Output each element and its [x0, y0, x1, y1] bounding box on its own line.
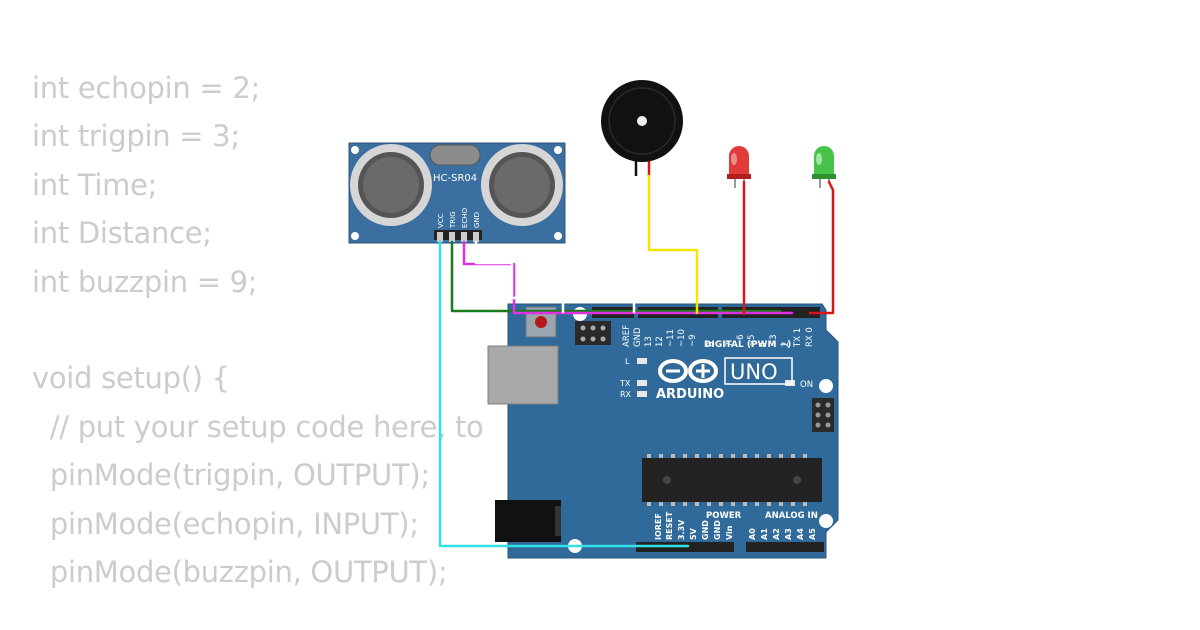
pin-label: 8 — [706, 342, 716, 347]
pin-label: TX 1 — [793, 328, 803, 348]
icsp-header — [575, 321, 611, 345]
mounting-hole — [819, 379, 833, 393]
code-line: pinMode(echopin, INPUT); — [32, 506, 419, 541]
transducer-right — [481, 144, 563, 226]
code-line: // put your setup code here, to — [32, 409, 484, 444]
code-line: int Time; — [32, 167, 158, 202]
wire-gnd[interactable] — [474, 240, 636, 314]
pin-label: A0 — [748, 528, 757, 540]
model-text: UNO — [730, 360, 778, 384]
code-line: pinMode(trigpin, OUTPUT); — [32, 458, 430, 493]
power-jack — [495, 500, 561, 542]
pin-label: TRIG — [449, 211, 457, 229]
led-red[interactable] — [727, 146, 751, 188]
brand-text: ARDUINO — [656, 387, 724, 402]
arduino-logo-icon — [658, 359, 718, 383]
pin-label: GND — [473, 212, 481, 228]
status-leds: L TX RX ON — [619, 357, 813, 399]
pin-label: ~6 — [736, 334, 746, 347]
sensor-pin-labels: VCC TRIG ECHO GND — [437, 207, 481, 229]
wire-trig[interactable] — [450, 240, 782, 313]
digital-label: DIGITAL (PWM ~) — [704, 340, 791, 350]
pin-label: ~3 — [769, 334, 779, 347]
pin-label: ~10 — [677, 329, 687, 347]
pin-label: A1 — [760, 528, 769, 540]
usb-connector — [487, 345, 559, 405]
pin-label: RX 0 — [805, 327, 815, 347]
pin-label: ~11 — [666, 329, 676, 347]
pin-label: A4 — [796, 528, 805, 540]
pin-label: GND — [713, 520, 722, 540]
ultrasonic-sensor[interactable]: HC-SR04 VCC TRIG ECHO GND — [348, 142, 566, 244]
right-header — [812, 398, 834, 432]
pin-label: VCC — [437, 213, 445, 228]
code-line: int Distance; — [32, 216, 212, 251]
pin-label: 7 — [725, 342, 735, 347]
pin-label: 5V — [689, 527, 698, 540]
pin-label: 12 — [655, 336, 665, 347]
transducer-left — [350, 144, 432, 226]
code-editor-background: int echopin = 2; int trigpin = 3; int Time… — [32, 64, 484, 596]
pin-label: IOREF — [654, 513, 663, 540]
pin-label: 4 — [758, 342, 768, 347]
code-line: pinMode(buzzpin, OUTPUT); — [32, 554, 448, 589]
on-label: ON — [800, 380, 813, 390]
pin-label: 2 — [781, 342, 791, 347]
sensor-model-label: HC-SR04 — [433, 173, 477, 184]
pin-label: A5 — [808, 528, 817, 540]
piezo-buzzer[interactable] — [601, 80, 683, 176]
pin-label: Vin — [725, 525, 734, 540]
analog-header — [746, 542, 824, 552]
microcontroller-chip — [642, 454, 822, 506]
led-label: L — [625, 357, 630, 366]
analog-label: ANALOG IN — [765, 511, 818, 521]
code-line: void setup() { — [32, 361, 230, 396]
pin-label: GND — [633, 327, 643, 347]
pin-label: ~9 — [688, 334, 698, 347]
uno-badge — [724, 357, 793, 385]
pin-label: ECHO — [461, 207, 469, 228]
pin-label: A3 — [784, 528, 793, 540]
pin-label: A2 — [772, 528, 781, 540]
wire-buzzer[interactable] — [647, 174, 699, 315]
wire-led-green[interactable] — [808, 180, 835, 315]
code-line: int trigpin = 3; — [32, 119, 240, 154]
pin-label: ~5 — [747, 334, 757, 347]
arduino-uno-board[interactable]: AREF GND 13 12 ~11 ~10 ~9 8 7 ~6 ~5 4 ~3… — [487, 303, 839, 559]
pin-label: AREF — [622, 325, 632, 347]
power-pin-labels: IOREF RESET 3.3V 5V GND GND Vin — [654, 511, 734, 540]
power-label: POWER — [706, 511, 742, 521]
wire-vcc[interactable] — [438, 240, 690, 548]
pin-label: 13 — [644, 336, 654, 347]
led-green[interactable] — [812, 146, 836, 188]
pin-label: RESET — [665, 511, 674, 540]
mounting-hole — [819, 514, 833, 528]
led-label: RX — [620, 390, 632, 399]
sensor-header — [434, 230, 482, 242]
digital-pin-labels: AREF GND 13 12 ~11 ~10 ~9 8 7 ~6 ~5 4 ~3… — [622, 325, 815, 348]
wire-echo[interactable] — [462, 240, 794, 315]
analog-pin-labels: A0 A1 A2 A3 A4 A5 — [748, 528, 817, 540]
pin-label: GND — [701, 520, 710, 540]
code-line: int echopin = 2; — [32, 71, 260, 105]
pin-label: 3.3V — [677, 519, 686, 540]
code-line: int buzzpin = 9; — [32, 264, 258, 299]
crystal — [429, 144, 481, 166]
led-label: TX — [619, 379, 631, 388]
